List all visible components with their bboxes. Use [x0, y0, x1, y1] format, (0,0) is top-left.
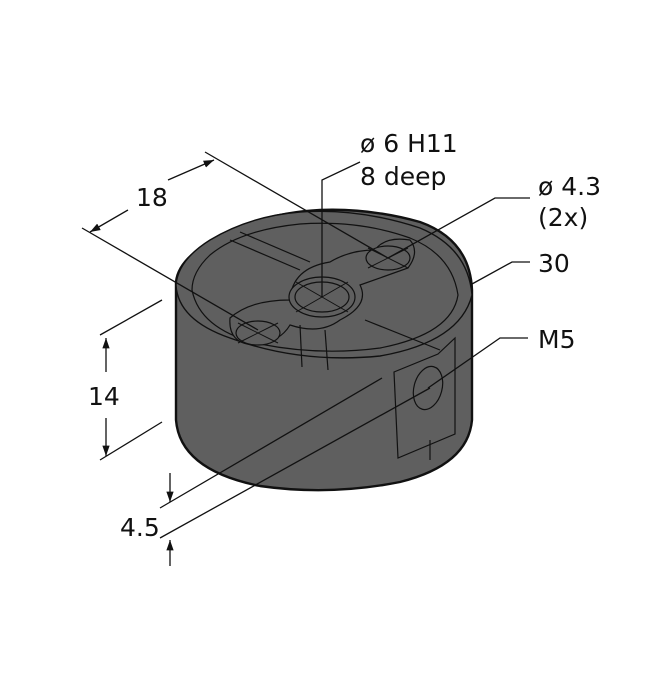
label-outer-dia: 30 [538, 249, 570, 278]
label-side-hole-dia: ø 4.3 [538, 172, 601, 201]
label-height: 14 [88, 382, 120, 411]
label-center-hole-dia: ø 6 H11 [360, 129, 458, 158]
dimension-labels: ø 6 H11 8 deep ø 4.3 (2x) 30 M5 18 14 4.… [88, 129, 601, 542]
label-thread: M5 [538, 325, 575, 354]
dimension-lines [81, 151, 530, 566]
label-side-hole-count: (2x) [538, 203, 588, 232]
label-center-hole-depth: 8 deep [360, 162, 446, 191]
label-hole-spacing: 18 [136, 183, 168, 212]
cylinder-part [174, 208, 474, 492]
label-thread-offset: 4.5 [120, 513, 160, 542]
